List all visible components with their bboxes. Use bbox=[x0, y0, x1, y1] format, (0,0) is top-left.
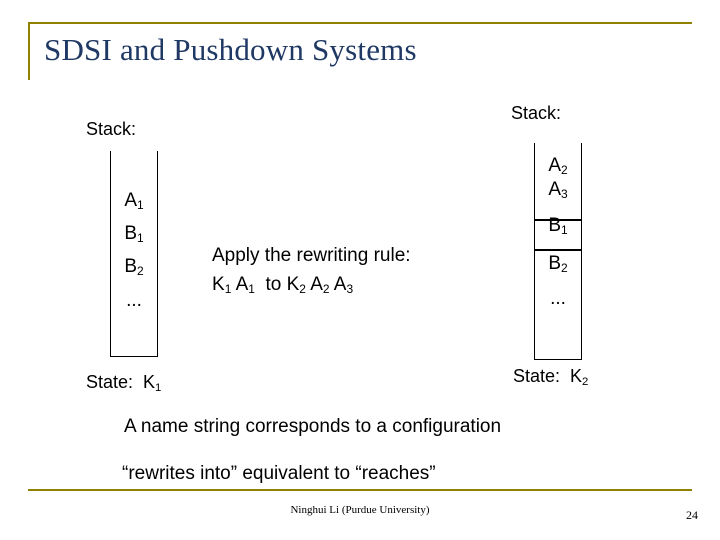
bottom-rule bbox=[28, 489, 692, 491]
right-stack-box: A2 A3 B1 B2 ... bbox=[534, 143, 582, 360]
right-stack-divider-1 bbox=[534, 219, 582, 221]
right-stack-cell-4: ... bbox=[550, 288, 566, 309]
apply-rule-line-2: K1 A1 to K2 A2 A3 bbox=[212, 274, 354, 297]
left-stack-box: A1 B1 B2 ... bbox=[110, 151, 158, 357]
top-rule-horizontal bbox=[28, 22, 692, 24]
right-stack-label: Stack: bbox=[511, 103, 562, 123]
body-line-2: “rewrites into” equivalent to “reaches” bbox=[122, 463, 436, 484]
apply-rule-line-1: Apply the rewriting rule: bbox=[212, 245, 411, 266]
footer-attribution: Ninghui Li (Purdue University) bbox=[290, 504, 430, 516]
body-line-1: A name string corresponds to a configura… bbox=[124, 416, 502, 437]
right-state: State: K2 bbox=[513, 366, 589, 389]
left-stack-cell-0: A1 bbox=[124, 190, 144, 213]
right-stack-cell-1: A3 bbox=[548, 179, 568, 202]
right-stack-cell-3: B2 bbox=[548, 253, 568, 276]
left-state-label: State: bbox=[86, 372, 134, 392]
footer-page-number: 24 bbox=[686, 508, 698, 522]
left-stack-cell-2: B2 bbox=[124, 256, 144, 279]
left-state: State: K1 bbox=[86, 372, 162, 395]
left-stack-cell-1: B1 bbox=[124, 223, 144, 246]
right-stack-cell-0: A2 bbox=[548, 155, 568, 178]
left-stack-cell-3: ... bbox=[126, 290, 142, 311]
top-rule-vertical bbox=[28, 22, 30, 80]
right-stack-divider-2 bbox=[534, 249, 582, 251]
right-state-label: State: bbox=[513, 366, 561, 386]
left-stack-label: Stack: bbox=[86, 119, 137, 139]
page-title: SDSI and Pushdown Systems bbox=[44, 32, 417, 67]
